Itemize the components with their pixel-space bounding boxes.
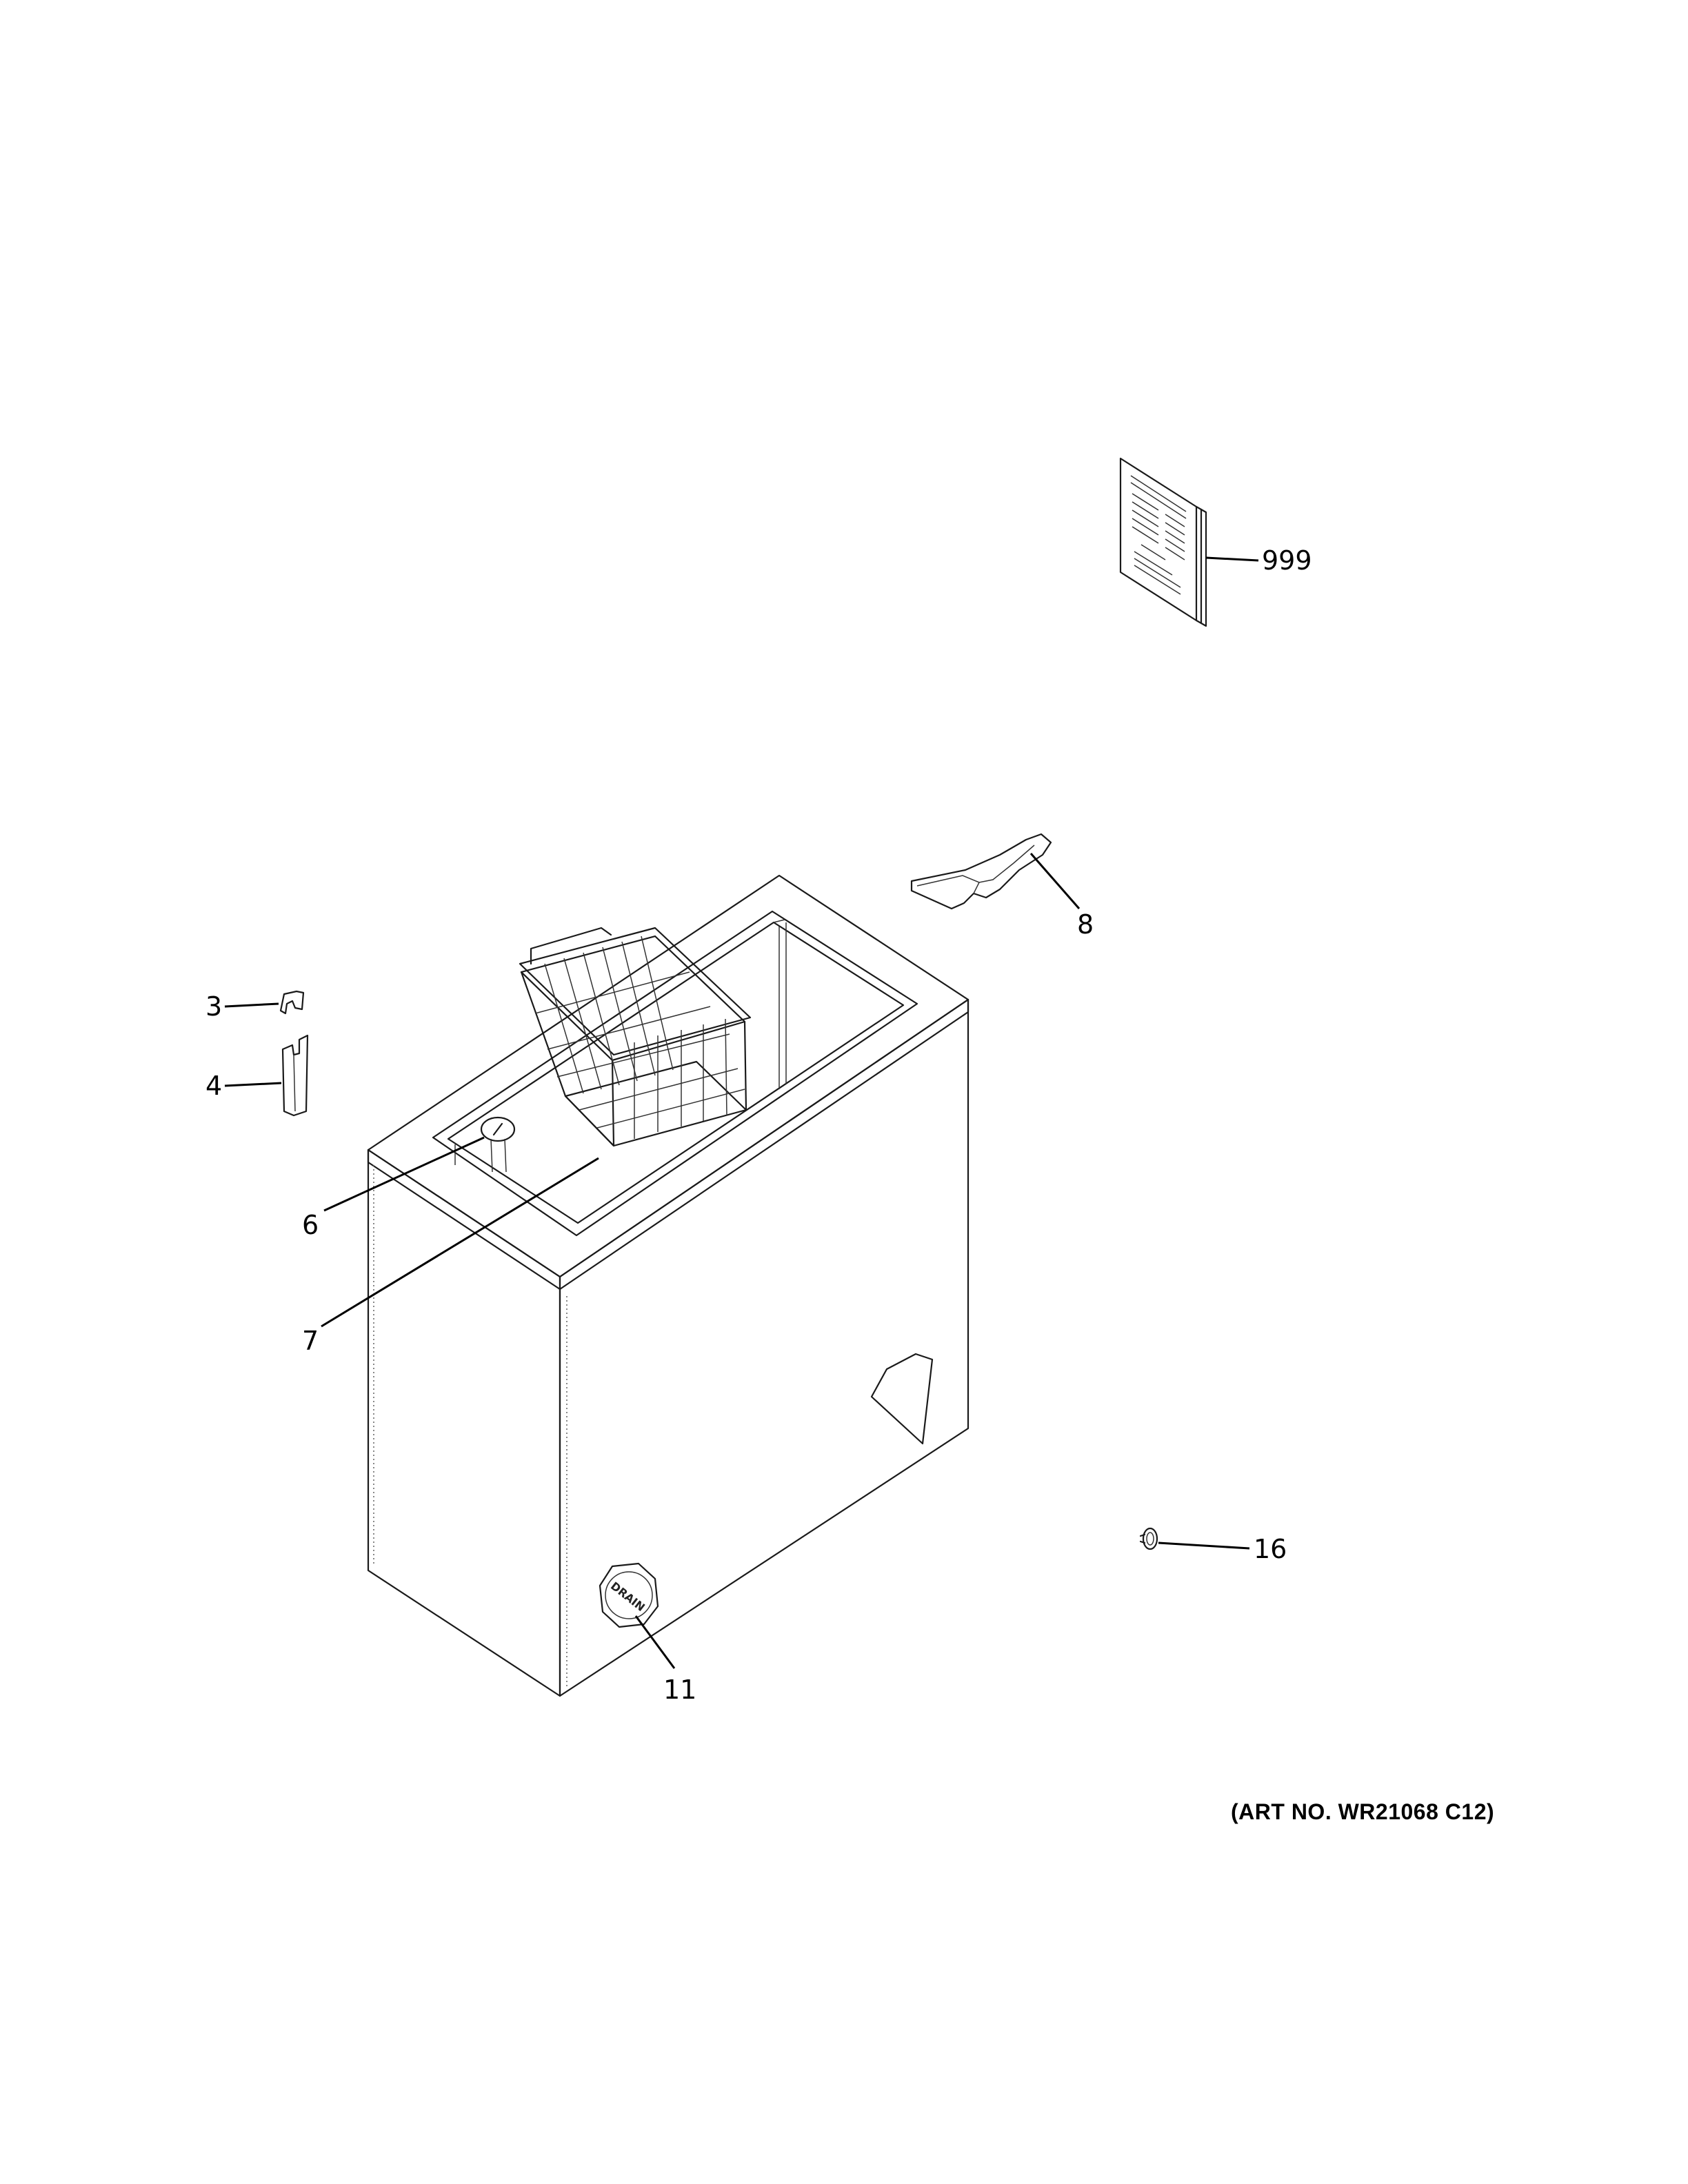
callout-6[interactable]: 6 (302, 1210, 319, 1240)
callout-16[interactable]: 16 (1254, 1534, 1287, 1564)
callout-3[interactable]: 3 (205, 991, 222, 1022)
leveling-foot[interactable] (1139, 1527, 1158, 1550)
leader-11 (634, 1615, 676, 1669)
callout-8[interactable]: 8 (1077, 909, 1094, 940)
leader-999 (1205, 556, 1259, 562)
art-number: (ART NO. WR21068 C12) (1231, 1799, 1495, 1824)
leader-3 (224, 1002, 279, 1008)
leader-6 (323, 1136, 485, 1212)
thermostat-knob[interactable] (480, 1116, 516, 1173)
leader-8 (1029, 853, 1081, 909)
callout-4[interactable]: 4 (205, 1071, 222, 1101)
freezer-cabinet[interactable] (367, 874, 969, 1697)
wire-basket[interactable] (519, 927, 752, 1147)
callout-999[interactable]: 999 (1262, 545, 1312, 576)
manual-booklet[interactable] (1119, 457, 1207, 627)
leader-7 (321, 1157, 599, 1328)
drain-label: DRAIN (608, 1579, 647, 1614)
hinge-cover[interactable] (279, 990, 305, 1015)
drain-plug[interactable]: DRAIN (599, 1562, 659, 1628)
leader-16 (1158, 1541, 1250, 1550)
leader-4 (224, 1082, 282, 1087)
callout-7[interactable]: 7 (302, 1326, 319, 1356)
ice-scraper[interactable] (910, 833, 1052, 910)
callout-11[interactable]: 11 (663, 1675, 696, 1705)
hinge[interactable] (281, 1034, 309, 1117)
